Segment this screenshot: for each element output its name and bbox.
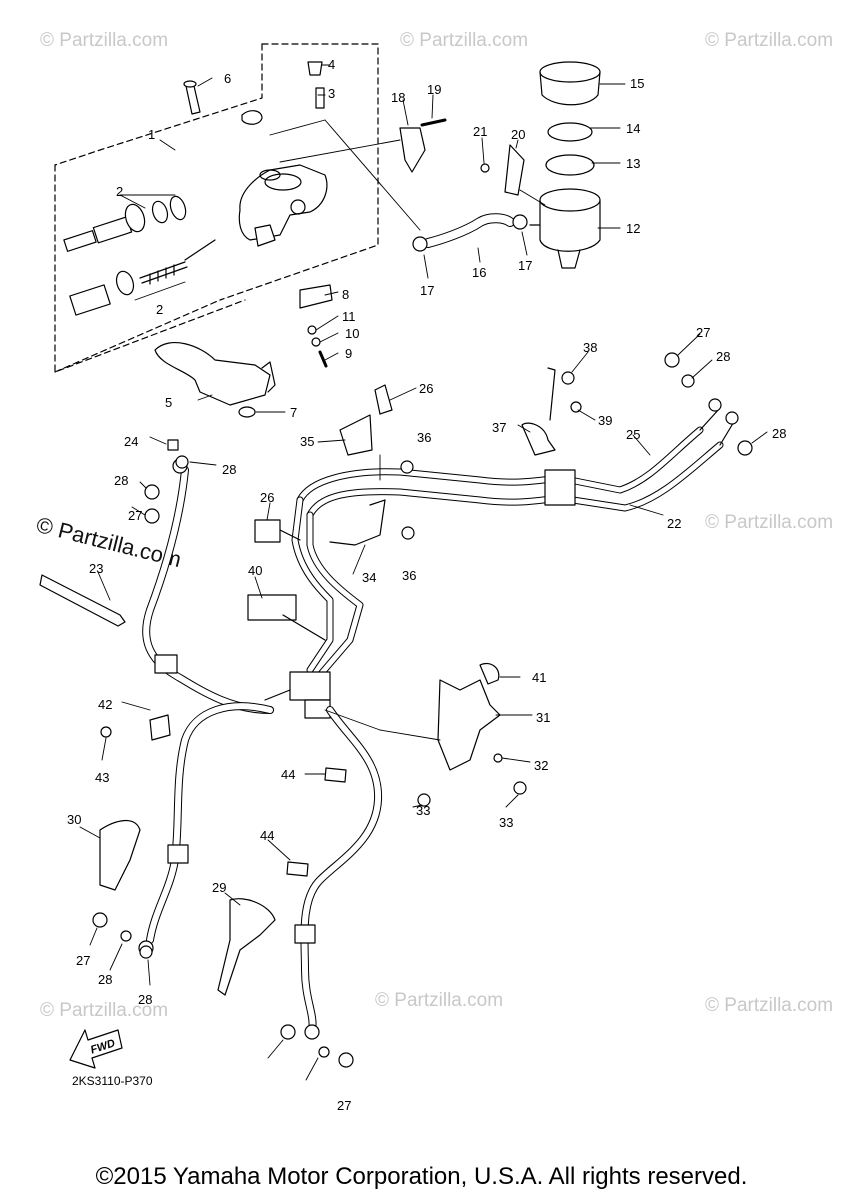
callout-21: 21 (473, 124, 488, 139)
callout-13: 13 (626, 156, 641, 171)
callout-2: 2 (156, 302, 164, 317)
callout-44: 44 (281, 767, 296, 782)
callout-44: 44 (260, 828, 275, 843)
watermark: © Partzilla.com (705, 995, 834, 1016)
assembly-outline (54, 43, 379, 373)
callout-26: 26 (260, 490, 275, 505)
callout-15: 15 (630, 76, 645, 91)
callout-27: 27 (696, 325, 711, 340)
master-cylinder (238, 164, 328, 247)
callout-2: 2 (116, 184, 124, 199)
watermark: © Partzilla.com (400, 30, 529, 51)
callout-27: 27 (337, 1098, 352, 1113)
watermark: © Partzilla.com (40, 1000, 169, 1021)
callout-37: 37 (492, 420, 507, 435)
callout-35: 35 (300, 434, 315, 449)
callout-33: 33 (499, 815, 514, 830)
callout-11: 11 (342, 309, 356, 324)
callout-6: 6 (224, 71, 232, 86)
reservoir-hose (412, 213, 528, 252)
callout-28: 28 (716, 349, 731, 364)
fwd-arrow (69, 1029, 123, 1069)
diagram-code: 2KS3110-P370 (72, 1074, 153, 1088)
callout-36: 36 (402, 568, 417, 583)
brackets (39, 367, 556, 996)
callout-16: 16 (472, 265, 487, 280)
callout-30: 30 (67, 812, 82, 827)
leader-lines (79, 64, 768, 1081)
callout-18: 18 (391, 90, 406, 105)
lower-right-hose (294, 706, 383, 1040)
callout-19: 19 (427, 82, 442, 97)
callout-1: 1 (148, 127, 156, 142)
callout-17: 17 (420, 283, 435, 298)
callout-27: 27 (76, 953, 91, 968)
reservoir (529, 61, 601, 269)
watermark: © Partzilla.com (40, 30, 169, 51)
callout-28: 28 (138, 992, 153, 1007)
callout-33: 33 (416, 803, 431, 818)
callout-25: 25 (626, 427, 641, 442)
callout-24: 24 (124, 434, 139, 449)
callout-17: 17 (518, 258, 533, 273)
callout-3: 3 (328, 86, 336, 101)
callout-32: 32 (534, 758, 549, 773)
callout-36: 36 (417, 430, 432, 445)
callout-39: 39 (598, 413, 613, 428)
callout-31: 31 (536, 710, 551, 725)
brake-lever (154, 341, 276, 418)
callout-28: 28 (772, 426, 787, 441)
watermark: © Partzilla.com (705, 30, 834, 51)
callout-7: 7 (290, 405, 298, 420)
callout-43: 43 (95, 770, 110, 785)
brake-lines-upper (291, 398, 739, 679)
callout-28: 28 (114, 473, 129, 488)
callout-23: 23 (89, 561, 104, 576)
callout-28: 28 (222, 462, 237, 477)
callout-27: 27 (128, 508, 143, 523)
main-hose (142, 458, 274, 714)
callout-42: 42 (98, 697, 113, 712)
callout-22: 22 (667, 516, 682, 531)
callout-29: 29 (212, 880, 227, 895)
watermark: © Partzilla.com (375, 990, 504, 1011)
callout-4: 4 (328, 57, 336, 72)
junction-block (264, 671, 331, 719)
callout-34: 34 (362, 570, 377, 585)
callout-8: 8 (342, 287, 350, 302)
copyright-footer: ©2015 Yamaha Motor Corporation, U.S.A. A… (95, 1163, 748, 1190)
callout-28: 28 (98, 972, 113, 987)
callout-14: 14 (626, 121, 641, 136)
watermark: © Partzilla.com (705, 512, 834, 533)
callout-40: 40 (248, 563, 263, 578)
callout-38: 38 (583, 340, 598, 355)
piston-kit-upper (63, 195, 187, 252)
bolts-washers (92, 352, 753, 1068)
hardware (183, 61, 525, 368)
callout-10: 10 (345, 326, 360, 341)
callout-5: 5 (165, 395, 173, 410)
callout-41: 41 (532, 670, 547, 685)
lower-left-hose (138, 702, 274, 956)
callout-9: 9 (345, 346, 353, 361)
piston-kit-lower (69, 239, 216, 316)
callout-26: 26 (419, 381, 434, 396)
callout-20: 20 (511, 127, 526, 142)
callout-12: 12 (626, 221, 641, 236)
